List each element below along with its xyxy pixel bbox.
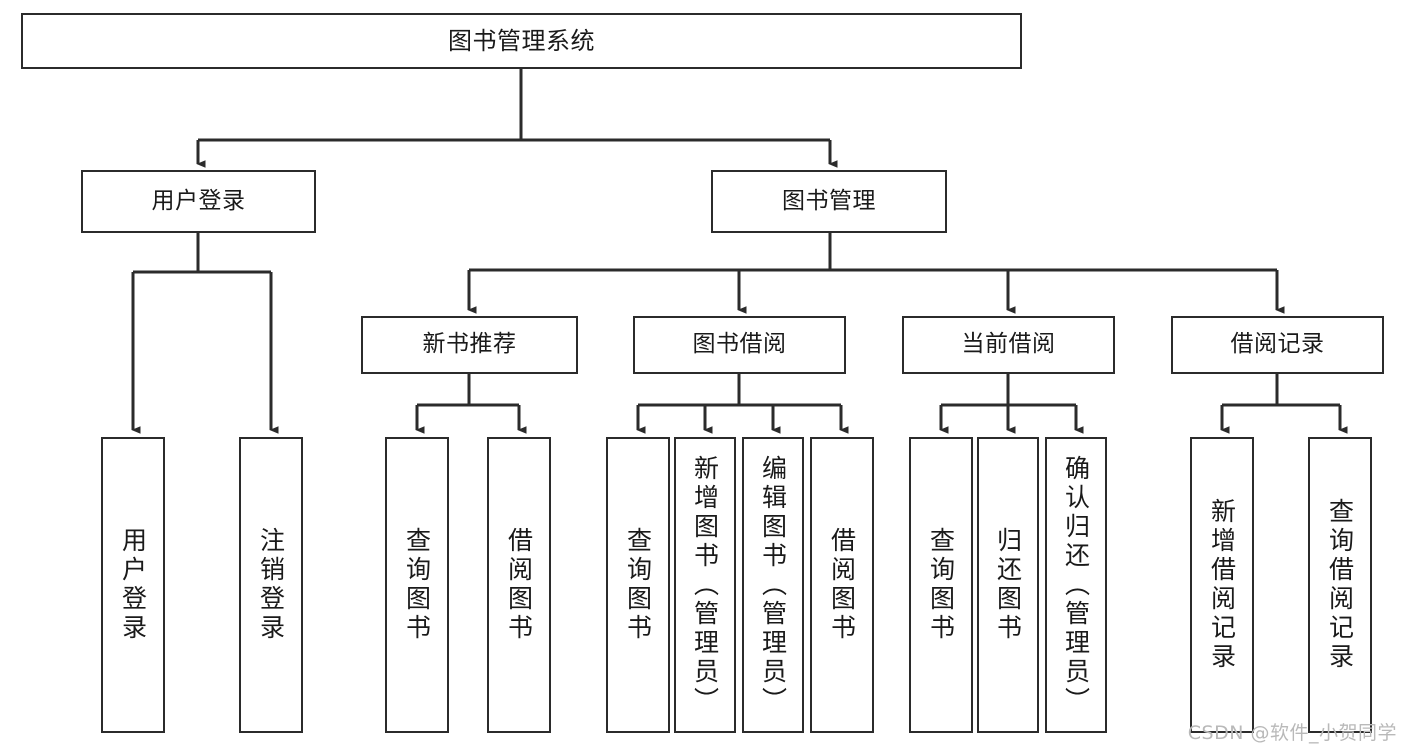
- leaf-borrow-book-2-label: 借阅图书: [827, 527, 857, 643]
- leaf-borrow-book-2[interactable]: 借阅图书: [810, 437, 874, 733]
- leaf-return-book[interactable]: 归还图书: [977, 437, 1039, 733]
- leaf-query-record-label: 查询借阅记录: [1325, 498, 1355, 672]
- node-book-manage[interactable]: 图书管理: [711, 170, 947, 233]
- leaf-add-book-label: 新增图书（管理员）: [690, 454, 720, 716]
- leaf-query-book-3-label: 查询图书: [926, 527, 956, 643]
- watermark-text: CSDN @软件_小贺同学: [1187, 722, 1397, 744]
- leaf-query-record[interactable]: 查询借阅记录: [1308, 437, 1372, 733]
- node-user-login[interactable]: 用户登录: [81, 170, 316, 233]
- leaf-query-book-2[interactable]: 查询图书: [606, 437, 670, 733]
- leaf-query-book-3[interactable]: 查询图书: [909, 437, 973, 733]
- leaf-borrow-book-1[interactable]: 借阅图书: [487, 437, 551, 733]
- leaf-add-book[interactable]: 新增图书（管理员）: [674, 437, 736, 733]
- leaf-query-book-1[interactable]: 查询图书: [385, 437, 449, 733]
- leaf-user-login[interactable]: 用户登录: [101, 437, 165, 733]
- leaf-query-book-1-label: 查询图书: [402, 527, 432, 643]
- node-new-book-recommend[interactable]: 新书推荐: [361, 316, 578, 374]
- leaf-add-record-label: 新增借阅记录: [1207, 498, 1237, 672]
- leaf-return-book-label: 归还图书: [993, 527, 1023, 643]
- node-root-label: 图书管理系统: [448, 26, 595, 55]
- leaf-add-record[interactable]: 新增借阅记录: [1190, 437, 1254, 733]
- node-root-book-management-system[interactable]: 图书管理系统: [21, 13, 1022, 69]
- node-new-book-recommend-label: 新书推荐: [422, 331, 517, 358]
- node-current-borrow[interactable]: 当前借阅: [902, 316, 1115, 374]
- leaf-confirm-return-label: 确认归还（管理员）: [1061, 454, 1091, 716]
- node-book-borrow[interactable]: 图书借阅: [633, 316, 846, 374]
- node-borrow-record-label: 借阅记录: [1230, 331, 1325, 358]
- leaf-query-book-2-label: 查询图书: [623, 527, 653, 643]
- node-book-borrow-label: 图书借阅: [692, 331, 787, 358]
- leaf-user-logout[interactable]: 注销登录: [239, 437, 303, 733]
- leaf-user-logout-label: 注销登录: [256, 527, 286, 643]
- node-user-login-label: 用户登录: [151, 187, 246, 214]
- leaf-edit-book[interactable]: 编辑图书（管理员）: [742, 437, 804, 733]
- leaf-edit-book-label: 编辑图书（管理员）: [758, 454, 788, 716]
- leaf-user-login-label: 用户登录: [118, 527, 148, 643]
- node-current-borrow-label: 当前借阅: [961, 331, 1056, 358]
- leaf-confirm-return[interactable]: 确认归还（管理员）: [1045, 437, 1107, 733]
- leaf-borrow-book-1-label: 借阅图书: [504, 527, 534, 643]
- node-book-manage-label: 图书管理: [782, 187, 876, 214]
- node-borrow-record[interactable]: 借阅记录: [1171, 316, 1384, 374]
